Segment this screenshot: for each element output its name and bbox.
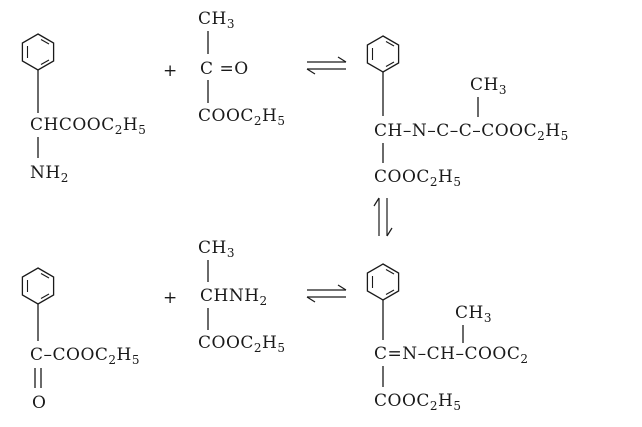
r2-product-methyl: CH3 xyxy=(455,303,492,325)
equilibrium-arrows-icon xyxy=(306,56,347,75)
r1-product-ester: COOC2H5 xyxy=(374,167,462,189)
r1-product-chain: CH–N–C–C–COOC2H5 xyxy=(374,121,569,143)
r2-product-ester: COOC2H5 xyxy=(374,391,462,413)
r1-reactant2-carbonyl: C=O xyxy=(200,59,249,79)
r2-reactant1-main-line: C–COOC2H5 xyxy=(30,345,140,367)
r2-reactant1-oxygen: O xyxy=(32,393,46,413)
r1-reactant2-ester: COOC2H5 xyxy=(198,106,286,128)
r1-reactant1: CHCOOC2H5 NH2 xyxy=(21,33,146,185)
benzene-ring-icon xyxy=(366,35,400,73)
r2-reactant2-methyl: CH3 xyxy=(198,238,235,260)
r2-product-chain: C=N–CH–COOC2 xyxy=(374,344,529,366)
equilibrium-arrows-icon xyxy=(373,197,393,237)
r2-reactant2-ester: COOC2H5 xyxy=(198,333,286,355)
r2-reactant1: C–COOC2H5 O xyxy=(21,267,140,413)
r1-product-methyl: CH3 xyxy=(470,75,507,97)
r1-plus-sign: + xyxy=(163,61,178,81)
r2-product: CH3 C=N–CH–COOC2 COOC2H5 xyxy=(366,263,529,413)
r1-product: CH3 CH–N–C–C–COOC2H5 COOC2H5 xyxy=(366,35,569,189)
benzene-ring-icon xyxy=(21,267,55,305)
r2-plus-sign: + xyxy=(163,288,178,308)
r1-reactant1-main-line: CHCOOC2H5 xyxy=(30,115,146,137)
benzene-ring-icon xyxy=(21,33,55,71)
r2-reactant2: CH3 CHNH2 COOC2H5 xyxy=(198,238,286,355)
r1-reactant2-methyl: CH3 xyxy=(198,9,235,31)
r2-reactant2-amine: CHNH2 xyxy=(200,286,268,308)
r1-reactant1-amine: NH2 xyxy=(30,163,69,185)
equilibrium-arrows-icon xyxy=(306,284,347,303)
benzene-ring-icon xyxy=(366,263,400,301)
r1-reactant2: CH3 C=O COOC2H5 xyxy=(198,9,286,128)
